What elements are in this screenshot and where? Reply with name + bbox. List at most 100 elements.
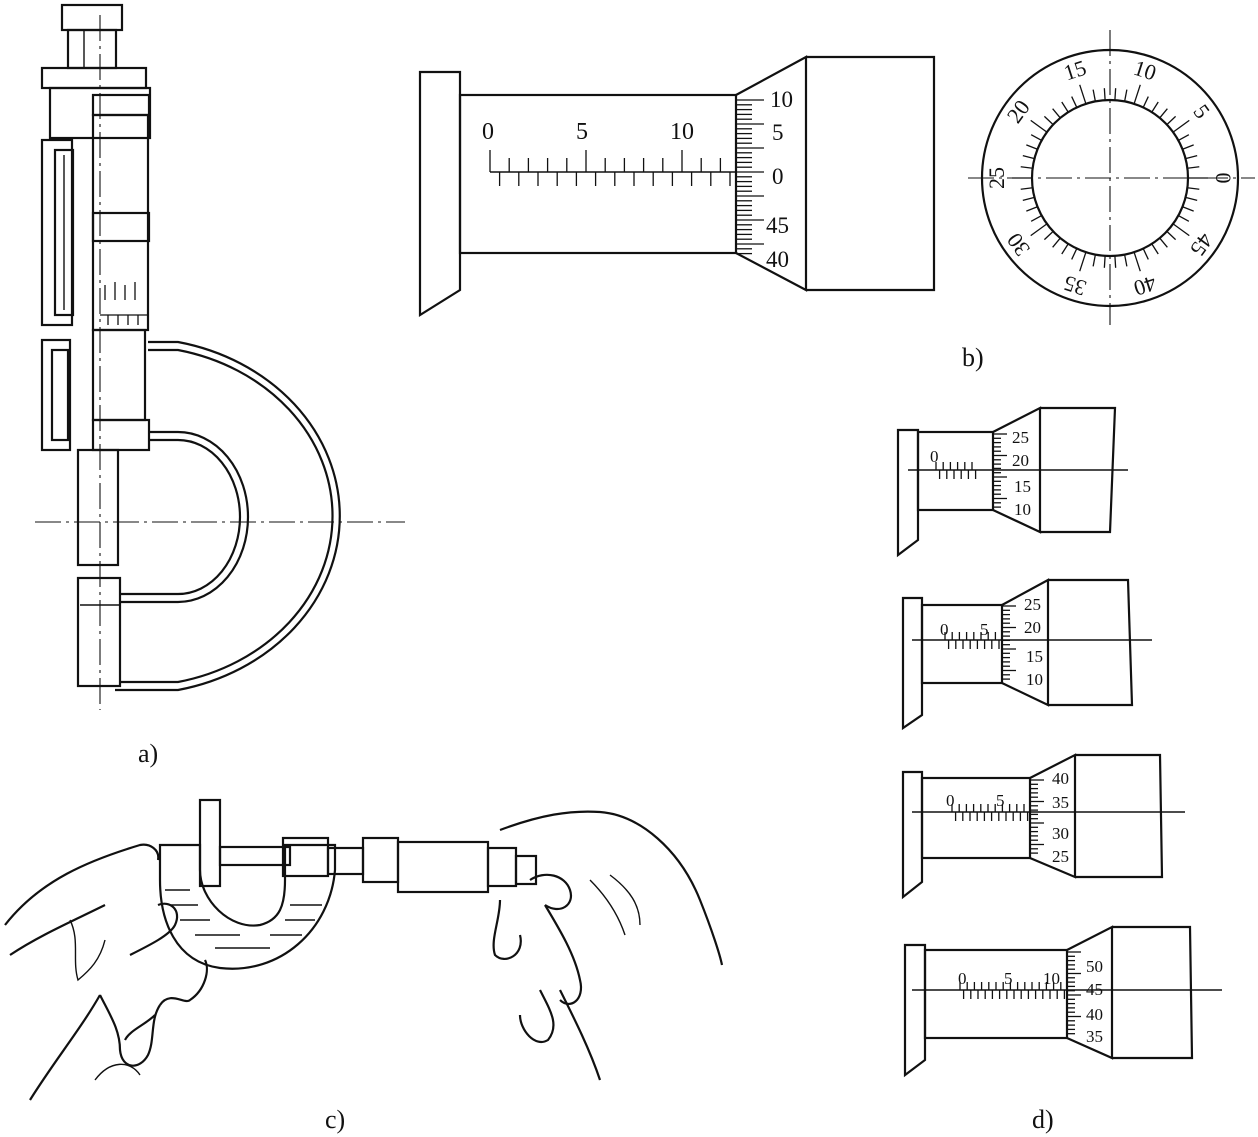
- dial-tick: [1123, 89, 1128, 102]
- fig-c-hand-usage: c): [4, 798, 724, 1134]
- dial-tick: [1114, 88, 1117, 101]
- dial-tick: [1030, 215, 1042, 222]
- thimble-label: 15: [1026, 647, 1043, 666]
- dial-ticks: [1012, 84, 1208, 272]
- dial-tick: [1052, 237, 1061, 248]
- thimble-label: 10: [1026, 670, 1043, 689]
- sleeve-label: 0: [482, 119, 494, 145]
- dial-label: 10: [1131, 55, 1160, 86]
- dial-tick: [1166, 115, 1177, 126]
- caption-c: c): [325, 1105, 345, 1134]
- fig-a-sleeve-ticks: [100, 282, 148, 325]
- caption-b: b): [962, 343, 984, 372]
- dial-tick: [1071, 96, 1078, 108]
- sleeve-label: 5: [576, 119, 588, 145]
- dial-tick: [1133, 84, 1141, 105]
- thimble-label: 45: [1086, 980, 1103, 999]
- dial-tick: [1151, 101, 1159, 113]
- thimble-label: 30: [1052, 824, 1069, 843]
- thimble-label: 35: [1052, 793, 1069, 812]
- dial-tick: [1103, 255, 1106, 268]
- sleeve-label: 0: [946, 791, 955, 810]
- dial-tick: [1026, 144, 1038, 150]
- dial-label: 0: [1211, 173, 1236, 184]
- thimble-label: 40: [766, 247, 789, 272]
- sleeve-label: 5: [980, 620, 989, 639]
- dial-tick: [1166, 230, 1177, 241]
- dial-tick: [1172, 223, 1190, 237]
- dial-tick: [1172, 119, 1190, 133]
- dial-tick: [1079, 251, 1087, 272]
- fig-b-sleeve-labels: 0 5 10: [482, 119, 694, 145]
- dial-label: 35: [1061, 271, 1090, 302]
- thimble-label: 45: [766, 213, 789, 238]
- dial-tick: [1159, 237, 1168, 248]
- dial-tick: [1030, 119, 1048, 133]
- dial-tick: [1187, 187, 1200, 190]
- dial-tick: [1182, 206, 1194, 212]
- dial-tick: [1178, 215, 1190, 222]
- fig-d-ticks: [935, 433, 1007, 508]
- thimble-label: 5: [772, 120, 784, 145]
- dial-tick: [1022, 196, 1035, 202]
- dial-label: 45: [1185, 228, 1218, 260]
- fig-c-frame-shading: [165, 889, 322, 949]
- fig-d-ticks: [944, 605, 1016, 680]
- dial-label: 25: [984, 167, 1009, 189]
- fig-d-panel-4: 0 5 10 50 45 40 35: [903, 925, 1222, 1078]
- dial-tick: [1052, 108, 1061, 119]
- dial-tick: [1142, 96, 1149, 108]
- dial-tick: [1123, 254, 1128, 267]
- dial-tick: [1092, 89, 1097, 102]
- fig-a-micrometer-section: a): [35, 3, 405, 768]
- thimble-label: 25: [1052, 847, 1069, 866]
- fig-d-ticks: [959, 951, 1081, 1035]
- thimble-label: 40: [1052, 769, 1069, 788]
- dial-tick: [1022, 154, 1035, 160]
- thimble-label: 0: [772, 164, 784, 189]
- dial-tick: [1071, 248, 1078, 260]
- thimble-label: 35: [1086, 1027, 1103, 1046]
- fig-b-thimble-ticks: [736, 99, 764, 255]
- thimble-label: 25: [1024, 595, 1041, 614]
- dial-label: 40: [1131, 271, 1160, 302]
- thimble-label: 15: [1014, 477, 1031, 496]
- dial-tick: [1079, 84, 1087, 105]
- dial-tick: [1159, 108, 1168, 119]
- dial-tick: [1185, 196, 1198, 202]
- dial-tick: [1061, 101, 1069, 113]
- dial-tick: [1043, 115, 1054, 126]
- dial-tick: [1182, 144, 1194, 150]
- fig-d-ticks: [951, 779, 1044, 854]
- dial-tick: [1178, 134, 1190, 141]
- caption-a: a): [138, 739, 158, 768]
- fig-b-thimble-labels: 10 5 0 45 40: [766, 87, 793, 272]
- sleeve-label: 0: [958, 969, 967, 988]
- caption-d: d): [1032, 1105, 1054, 1134]
- dial-tick: [1187, 166, 1200, 169]
- fig-d-reading-examples: 0 25 20 15 10 0 5 25 20 15 10 0: [896, 406, 1222, 1134]
- dial-tick: [1020, 166, 1033, 169]
- dial-label: 15: [1061, 55, 1090, 86]
- dial-tick: [1026, 206, 1038, 212]
- dial-label: 20: [1002, 95, 1035, 127]
- dial-tick: [1151, 243, 1159, 255]
- thimble-label: 20: [1024, 618, 1041, 637]
- sleeve-label: 5: [996, 791, 1005, 810]
- fig-d-panel-2: 0 5 25 20 15 10: [901, 578, 1152, 731]
- dial-tick: [1020, 187, 1033, 190]
- dial-tick: [1030, 134, 1042, 141]
- sleeve-label: 0: [930, 447, 939, 466]
- fig-d-panel-1: 0 25 20 15 10: [896, 406, 1128, 558]
- sleeve-label: 5: [1004, 969, 1013, 988]
- dial-tick: [1133, 251, 1141, 272]
- thimble-label: 40: [1086, 1005, 1103, 1024]
- thimble-label: 10: [1014, 500, 1031, 519]
- thimble-label: 50: [1086, 957, 1103, 976]
- fig-b-sleeve-ticks: [489, 150, 731, 186]
- sleeve-label: 10: [670, 119, 694, 145]
- dial-tick: [1030, 223, 1048, 237]
